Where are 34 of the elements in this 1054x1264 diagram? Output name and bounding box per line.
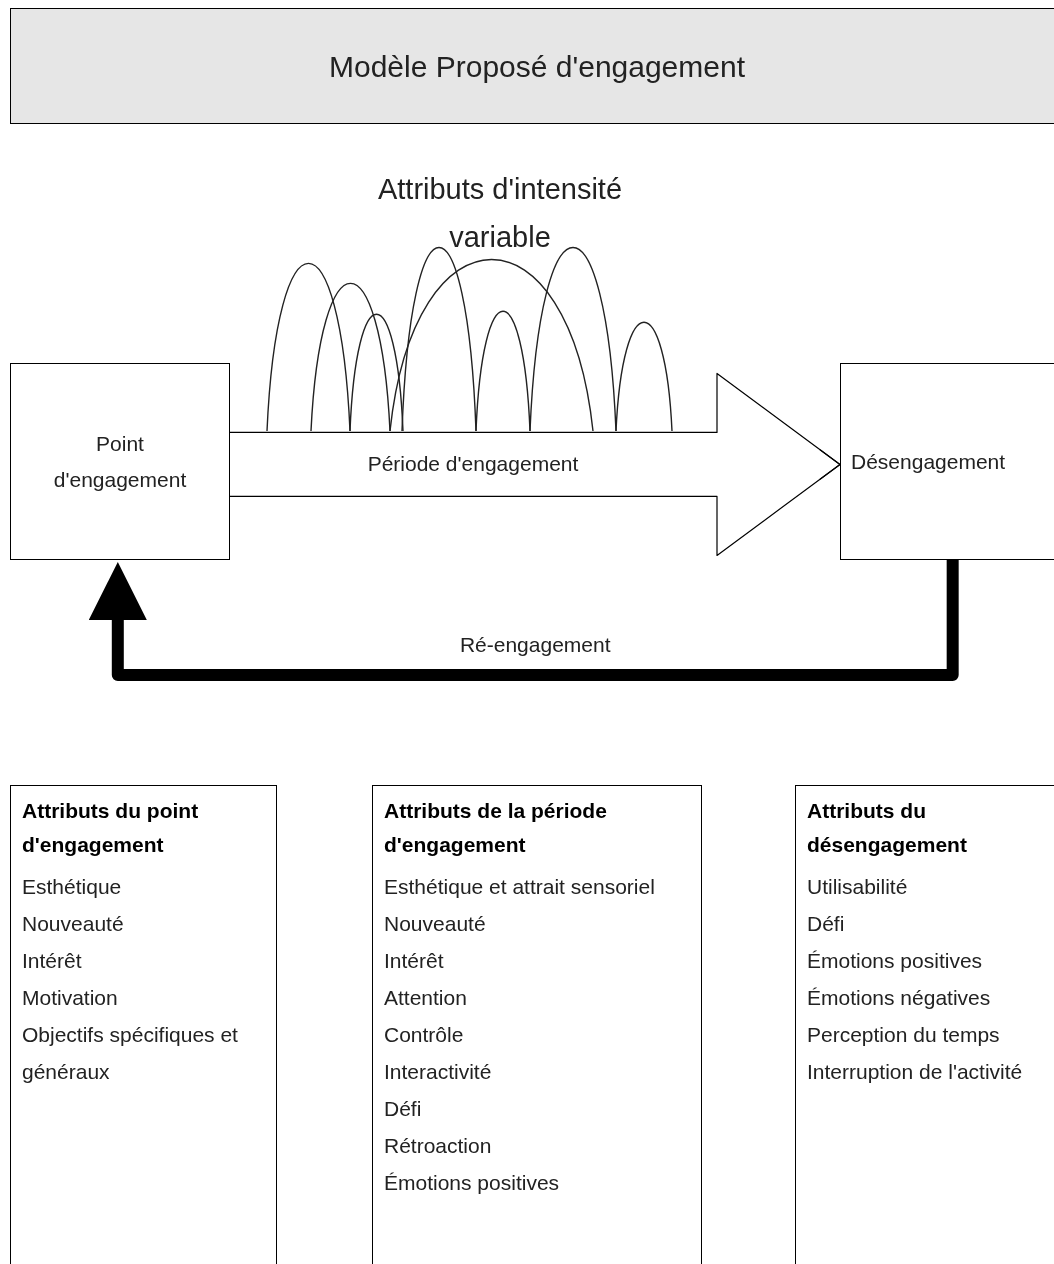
attribute-item: Émotions négatives bbox=[807, 985, 992, 1011]
attribute-item: Utilisabilité bbox=[807, 874, 909, 900]
stage-label: Point d'engagement bbox=[52, 430, 188, 493]
panel-heading: Attributs du désengagement bbox=[807, 798, 968, 858]
attribute-item: Perception du temps bbox=[807, 1022, 1001, 1048]
arcs-caption: Attributs d'intensité variable bbox=[376, 172, 624, 255]
attribute-item: Attention bbox=[384, 985, 468, 1011]
attribute-item: Défi bbox=[384, 1096, 423, 1122]
attribute-panel bbox=[372, 785, 702, 1264]
diagram-title: Modèle Proposé d'engagement bbox=[329, 48, 745, 85]
attribute-item: Émotions positives bbox=[807, 948, 984, 974]
attribute-item: Interactivité bbox=[384, 1059, 493, 1085]
panel-heading: Attributs du point d'engagement bbox=[22, 798, 200, 858]
attribute-item: Interruption de l'activité bbox=[807, 1059, 1024, 1085]
panel-heading: Attributs de la période d'engagement bbox=[384, 798, 608, 858]
attribute-item: Motivation bbox=[22, 985, 119, 1011]
return-arrow bbox=[88, 560, 959, 681]
stage-label: Désengagement bbox=[851, 448, 1006, 475]
block-arrow bbox=[228, 372, 841, 557]
attribute-item: Contrôle bbox=[384, 1022, 465, 1048]
attribute-item: Intérêt bbox=[22, 948, 83, 974]
attribute-item: Rétroaction bbox=[384, 1133, 493, 1159]
attribute-item: Défi bbox=[807, 911, 846, 937]
attribute-item: Objectifs spécifiques et généraux bbox=[22, 1022, 239, 1085]
attribute-panel bbox=[10, 785, 277, 1264]
attribute-item: Esthétique bbox=[22, 874, 123, 900]
attribute-item: Esthétique et attrait sensoriel bbox=[384, 874, 656, 900]
stage-box bbox=[10, 363, 230, 560]
attribute-item: Nouveauté bbox=[22, 911, 125, 937]
attribute-item: Émotions positives bbox=[384, 1170, 561, 1196]
attribute-item: Intérêt bbox=[384, 948, 445, 974]
attribute-panel bbox=[795, 785, 1054, 1264]
attribute-item: Nouveauté bbox=[384, 911, 487, 937]
stage-box bbox=[840, 363, 1054, 560]
